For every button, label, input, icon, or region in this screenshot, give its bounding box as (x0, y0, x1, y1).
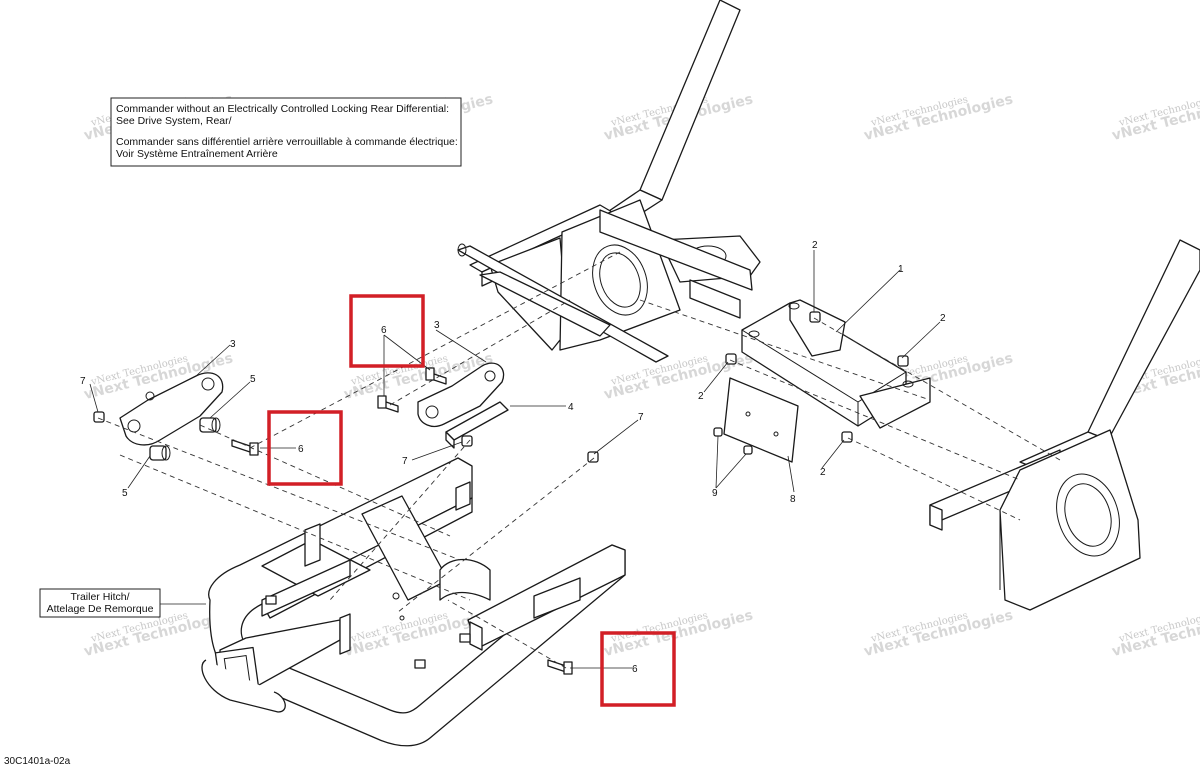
drive-system-note: Commander without an Electrically Contro… (110, 97, 462, 167)
nut-part-2d (841, 431, 853, 443)
figure-code: 30C1401a-02a (4, 756, 71, 767)
callout-2: 2 (812, 240, 818, 251)
hitch-label-line2: Attelage De Remorque (47, 603, 154, 615)
callout-6: 6 (632, 664, 638, 675)
note-box (110, 97, 462, 167)
rear-frame-center (457, 0, 761, 363)
highlight-box-part-6-top (349, 294, 425, 368)
callout-6: 6 (381, 325, 387, 336)
trailer-hitch-frame (201, 457, 626, 747)
highlight-box-part-6-left (267, 410, 343, 486)
nut-part-7b (461, 435, 473, 447)
note-fr-line1: Commander sans différentiel arrière verr… (116, 136, 458, 148)
hitch-label-box (39, 588, 161, 618)
bolt-part-6-a (231, 439, 259, 456)
bolt-part-6-d (547, 659, 573, 675)
callout-7: 7 (80, 376, 86, 387)
spacer-part-5a (199, 417, 221, 433)
nut-part-7c (587, 451, 599, 463)
plate-part-8 (723, 377, 799, 463)
callout-8: 8 (790, 494, 796, 505)
callout-3: 3 (230, 339, 236, 350)
assembly-lines (97, 251, 1061, 669)
highlight-boxes (267, 294, 676, 707)
nut-part-7a (93, 411, 105, 423)
callout-9: 9 (712, 488, 718, 499)
trailer-hitch-label: Trailer Hitch/ Attelage De Remorque (39, 588, 161, 618)
spacer-part-5b (149, 445, 171, 461)
callout-7: 7 (402, 456, 408, 467)
highlight-box-part-6-bottom (600, 631, 676, 707)
callout-5: 5 (122, 488, 128, 499)
rear-frame-right (929, 239, 1200, 611)
hitch-label-line1: Trailer Hitch/ (70, 591, 129, 603)
bolt-part-6-b (377, 395, 399, 413)
note-fr-line2: Voir Système Entraînement Arrière (116, 148, 278, 160)
callout-1: 1 (898, 264, 904, 275)
bracket-part-3-left (119, 372, 224, 446)
callout-2: 2 (698, 391, 704, 402)
nut-part-2b (897, 355, 909, 367)
callout-2: 2 (940, 313, 946, 324)
nut-part-9a (713, 427, 723, 437)
nuts (93, 311, 909, 463)
nut-part-9b (743, 445, 753, 455)
bracket-part-3-right (417, 362, 505, 428)
callout-7: 7 (638, 412, 644, 423)
bracket-part-1 (741, 299, 931, 429)
note-en-line2: See Drive System, Rear/ (116, 115, 232, 127)
note-en-line1: Commander without an Electrically Contro… (116, 103, 449, 115)
nut-part-2a (809, 311, 821, 323)
callout-labels: 1 2 2 2 2 3 3 4 5 5 6 6 6 7 7 7 8 9 (80, 240, 946, 675)
callout-6: 6 (298, 444, 304, 455)
leader-lines (89, 250, 941, 669)
callout-5: 5 (250, 374, 256, 385)
bar-part-4 (445, 401, 509, 449)
callout-2: 2 (820, 467, 826, 478)
callout-4: 4 (568, 402, 574, 413)
callout-3: 3 (434, 320, 440, 331)
